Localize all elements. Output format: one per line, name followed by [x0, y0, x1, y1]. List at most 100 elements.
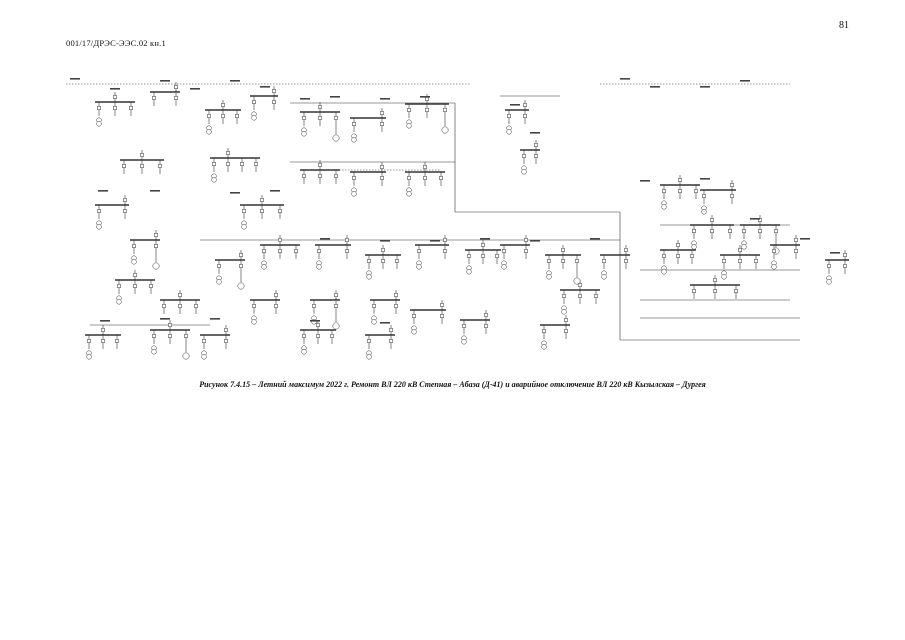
value-label-mark	[430, 240, 440, 242]
breaker-symbol	[140, 153, 144, 157]
breaker-symbol	[774, 229, 778, 233]
breaker-symbol	[425, 97, 429, 101]
breaker-symbol	[260, 198, 264, 202]
breaker-symbol	[235, 114, 239, 118]
breaker-symbol	[101, 339, 105, 343]
transformer-winding	[216, 279, 222, 285]
value-label-mark	[100, 320, 110, 322]
breaker-symbol	[843, 253, 847, 257]
breaker-symbol	[345, 238, 349, 242]
transformer-winding	[261, 264, 267, 270]
transformer-winding	[151, 349, 157, 355]
breaker-symbol	[113, 95, 117, 99]
transformer-winding	[661, 269, 667, 275]
breaker-symbol	[692, 289, 696, 293]
value-label-mark	[190, 88, 200, 90]
breaker-symbol	[239, 253, 243, 257]
breaker-symbol	[742, 229, 746, 233]
breaker-symbol	[702, 194, 706, 198]
breaker-symbol	[278, 238, 282, 242]
breaker-symbol	[316, 323, 320, 327]
breaker-symbol	[380, 122, 384, 126]
breaker-symbol	[178, 304, 182, 308]
breaker-symbol	[194, 304, 198, 308]
breaker-symbol	[394, 304, 398, 308]
transformer-winding	[741, 244, 747, 250]
breaker-symbol	[330, 334, 334, 338]
transformer-winding	[661, 204, 667, 210]
transformer-winding	[501, 264, 507, 270]
breaker-symbol	[439, 176, 443, 180]
transformer-winding	[826, 279, 832, 285]
breaker-symbol	[239, 264, 243, 268]
value-label-mark	[590, 238, 600, 240]
diagram-nodes	[86, 85, 847, 360]
transformer-winding	[406, 191, 412, 197]
transformer-winding	[131, 259, 137, 265]
breaker-symbol	[274, 304, 278, 308]
value-label-mark	[260, 86, 270, 88]
breaker-symbol	[412, 314, 416, 318]
breaker-symbol	[678, 178, 682, 182]
breaker-symbol	[101, 328, 105, 332]
breaker-symbol	[443, 108, 447, 112]
breaker-symbol	[154, 244, 158, 248]
breaker-symbol	[713, 278, 717, 282]
generator-symbol	[182, 352, 190, 360]
breaker-symbol	[676, 243, 680, 247]
breaker-symbol	[158, 164, 162, 168]
value-label-mark	[380, 322, 390, 324]
breaker-symbol	[443, 238, 447, 242]
breaker-symbol	[129, 106, 133, 110]
breaker-symbol	[523, 103, 527, 107]
breaker-symbol	[542, 329, 546, 333]
breaker-symbol	[367, 339, 371, 343]
breaker-symbol	[260, 209, 264, 213]
breaker-symbol	[318, 174, 322, 178]
transformer-winding	[561, 309, 567, 315]
breaker-symbol	[381, 248, 385, 252]
breaker-symbol	[417, 249, 421, 253]
breaker-symbol	[318, 116, 322, 120]
breaker-symbol	[440, 303, 444, 307]
breaker-symbol	[272, 100, 276, 104]
transformer-winding	[601, 274, 607, 280]
breaker-symbol	[278, 209, 282, 213]
breaker-symbol	[294, 249, 298, 253]
breaker-symbol	[242, 209, 246, 213]
breaker-symbol	[564, 329, 568, 333]
breaker-symbol	[262, 249, 266, 253]
transformer-winding	[201, 354, 207, 360]
breaker-symbol	[734, 289, 738, 293]
value-label-mark	[650, 86, 660, 88]
transformer-winding	[351, 191, 357, 197]
value-label-mark	[530, 240, 540, 242]
breaker-symbol	[221, 114, 225, 118]
breaker-symbol	[97, 209, 101, 213]
breaker-symbol	[367, 259, 371, 263]
breaker-symbol	[174, 85, 178, 89]
breaker-symbol	[317, 249, 321, 253]
breaker-symbol	[302, 334, 306, 338]
value-label-mark	[380, 98, 390, 100]
breaker-symbol	[345, 249, 349, 253]
breaker-symbol	[132, 244, 136, 248]
breaker-symbol	[380, 176, 384, 180]
breaker-symbol	[562, 294, 566, 298]
transformer-winding	[721, 274, 727, 280]
transformer-winding	[771, 264, 777, 270]
breaker-symbol	[202, 339, 206, 343]
breaker-symbol	[730, 194, 734, 198]
transformer-winding	[251, 115, 257, 121]
breaker-symbol	[252, 304, 256, 308]
value-label-mark	[150, 190, 160, 192]
breaker-symbol	[302, 116, 306, 120]
breaker-symbol	[495, 254, 499, 258]
breaker-symbol	[713, 289, 717, 293]
transformer-winding	[406, 123, 412, 129]
breaker-symbol	[389, 339, 393, 343]
breaker-symbol	[407, 176, 411, 180]
value-label-mark	[330, 96, 340, 98]
breaker-symbol	[334, 174, 338, 178]
value-label-mark	[740, 80, 750, 82]
